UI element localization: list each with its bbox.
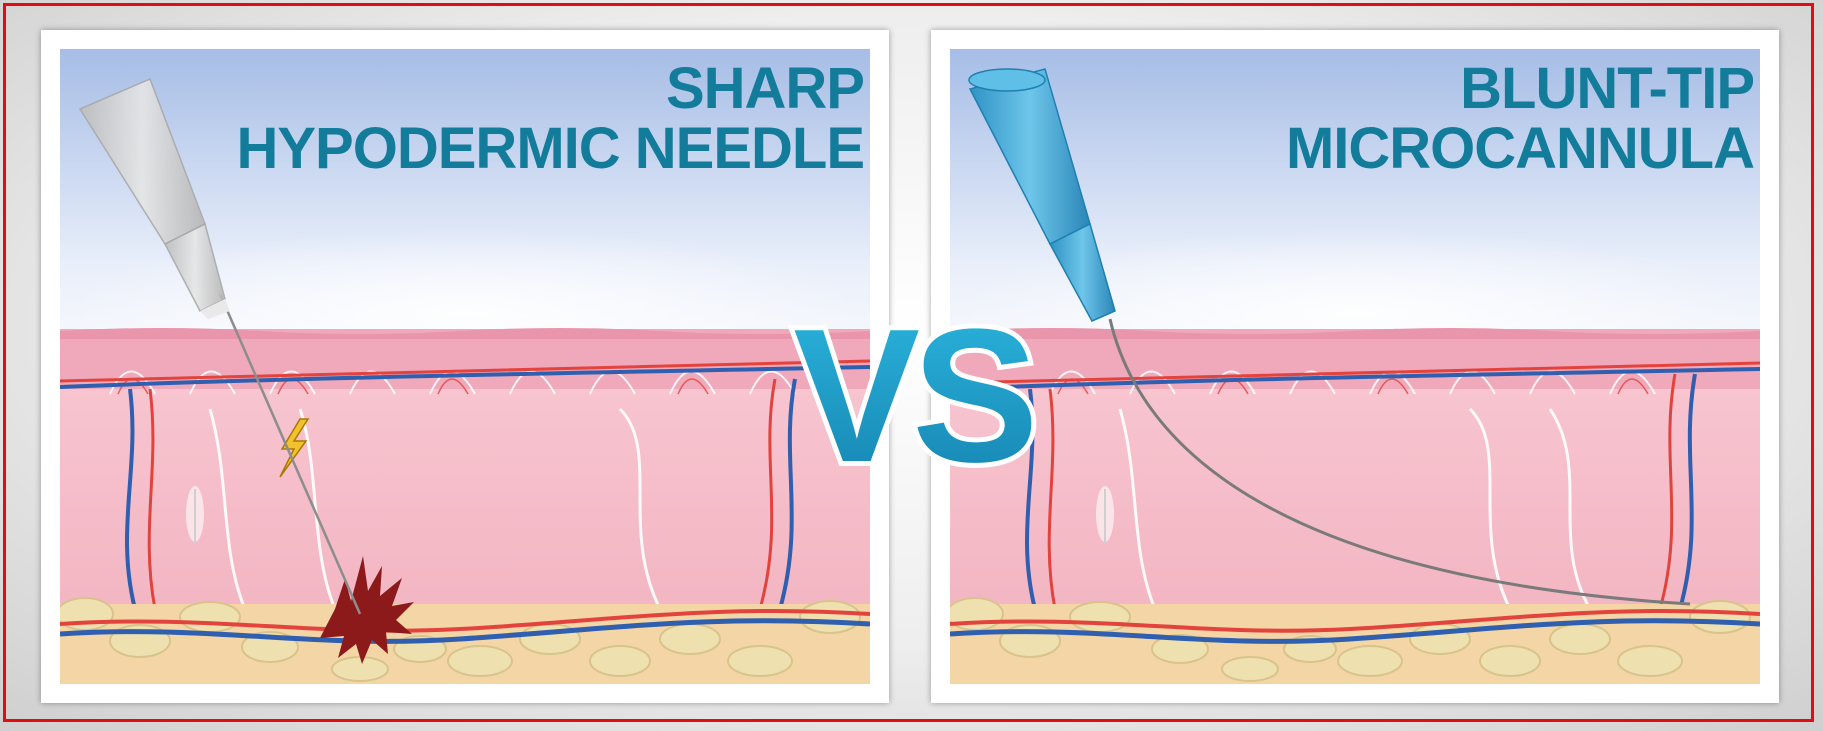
blunt-cannula-title: BLUNT-TIP MICROCANNULA (1286, 59, 1754, 179)
vs-label: VS (793, 290, 1032, 496)
vs-badge: VS (752, 286, 1072, 496)
blunt-cannula-title-line1: BLUNT-TIP (1286, 59, 1754, 119)
sharp-needle-illustration: SHARP HYPODERMIC NEEDLE (60, 49, 870, 684)
blunt-cannula-title-line2: MICROCANNULA (1286, 119, 1754, 179)
sharp-needle-title-line1: SHARP (236, 59, 864, 119)
sharp-needle-title: SHARP HYPODERMIC NEEDLE (236, 59, 864, 179)
sharp-needle-title-line2: HYPODERMIC NEEDLE (236, 119, 864, 179)
